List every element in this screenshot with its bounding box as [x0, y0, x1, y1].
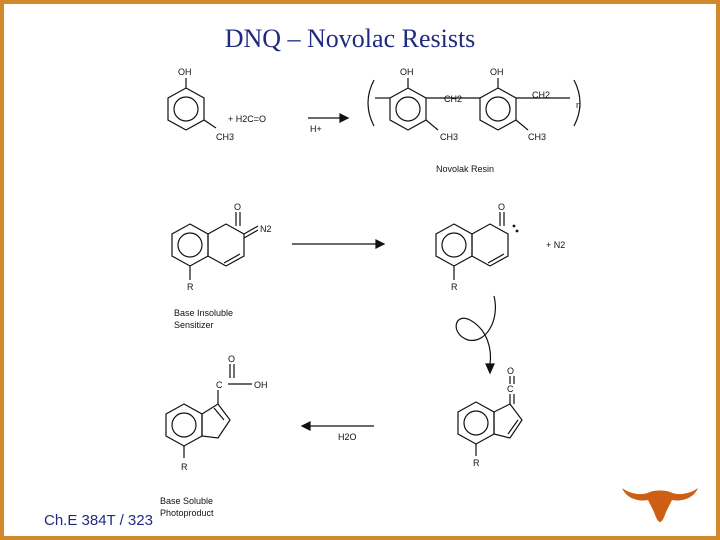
base-soluble-label: Base Soluble [160, 496, 213, 506]
photoproduct-label: Photoproduct [160, 508, 214, 518]
acid-o-label: O [228, 354, 235, 364]
ch3-label: CH3 [528, 132, 546, 142]
acid-catalyst-label: H+ [310, 124, 322, 134]
diazo-n2-label: N2 [260, 224, 272, 234]
nitrogen-release-label: + N2 [546, 240, 565, 250]
slide-title: DNQ – Novolac Resists [224, 24, 476, 53]
carbene-intermediate-structure: O + N2 R [435, 202, 565, 292]
ketene-c-label: C [507, 384, 514, 394]
novolak-resin-structure: OH OH CH2 CH2 CH3 CH3 n [367, 67, 581, 142]
base-insoluble-label: Base Insoluble [174, 308, 233, 318]
oh-label: OH [178, 67, 192, 77]
ketene-structure: O C R [457, 366, 523, 468]
dnq-reaction-scheme: OH CH3 + H2C=O H+ OH OH CH2 CH2 [150, 58, 600, 530]
r-group-label: R [451, 282, 458, 292]
ch2-label: CH2 [532, 90, 550, 100]
m-cresol-structure: OH CH3 [167, 67, 234, 142]
novolak-resin-label: Novolak Resin [436, 164, 494, 174]
longhorn-logo-icon [620, 478, 700, 529]
indene-carboxylic-acid-structure: O C OH R [165, 354, 268, 472]
oh-label: OH [400, 67, 414, 77]
carbonyl-o-label: O [234, 202, 241, 212]
r-group-label: R [187, 282, 194, 292]
ch3-label: CH3 [216, 132, 234, 142]
repeat-n-label: n [576, 100, 581, 110]
acid-c-label: C [216, 380, 223, 390]
acid-oh-label: OH [254, 380, 268, 390]
water-label: H2O [338, 432, 357, 442]
hydrolysis-arrow [300, 421, 374, 431]
oh-label: OH [490, 67, 504, 77]
formaldehyde-label: + H2C=O [228, 114, 266, 124]
ch3-label: CH3 [440, 132, 458, 142]
reaction-arrow-1 [308, 113, 350, 123]
carbonyl-o-label: O [498, 202, 505, 212]
reaction-arrow-2 [292, 239, 386, 249]
ch2-label: CH2 [444, 94, 462, 104]
r-group-label: R [473, 458, 480, 468]
ketene-o-label: O [507, 366, 514, 376]
wolff-rearrangement-arrow [455, 295, 496, 375]
dnq-sensitizer-structure: O N2 R [171, 202, 272, 292]
r-group-label: R [181, 462, 188, 472]
sensitizer-label: Sensitizer [174, 320, 214, 330]
course-footer: Ch.E 384T / 323 [44, 512, 153, 529]
